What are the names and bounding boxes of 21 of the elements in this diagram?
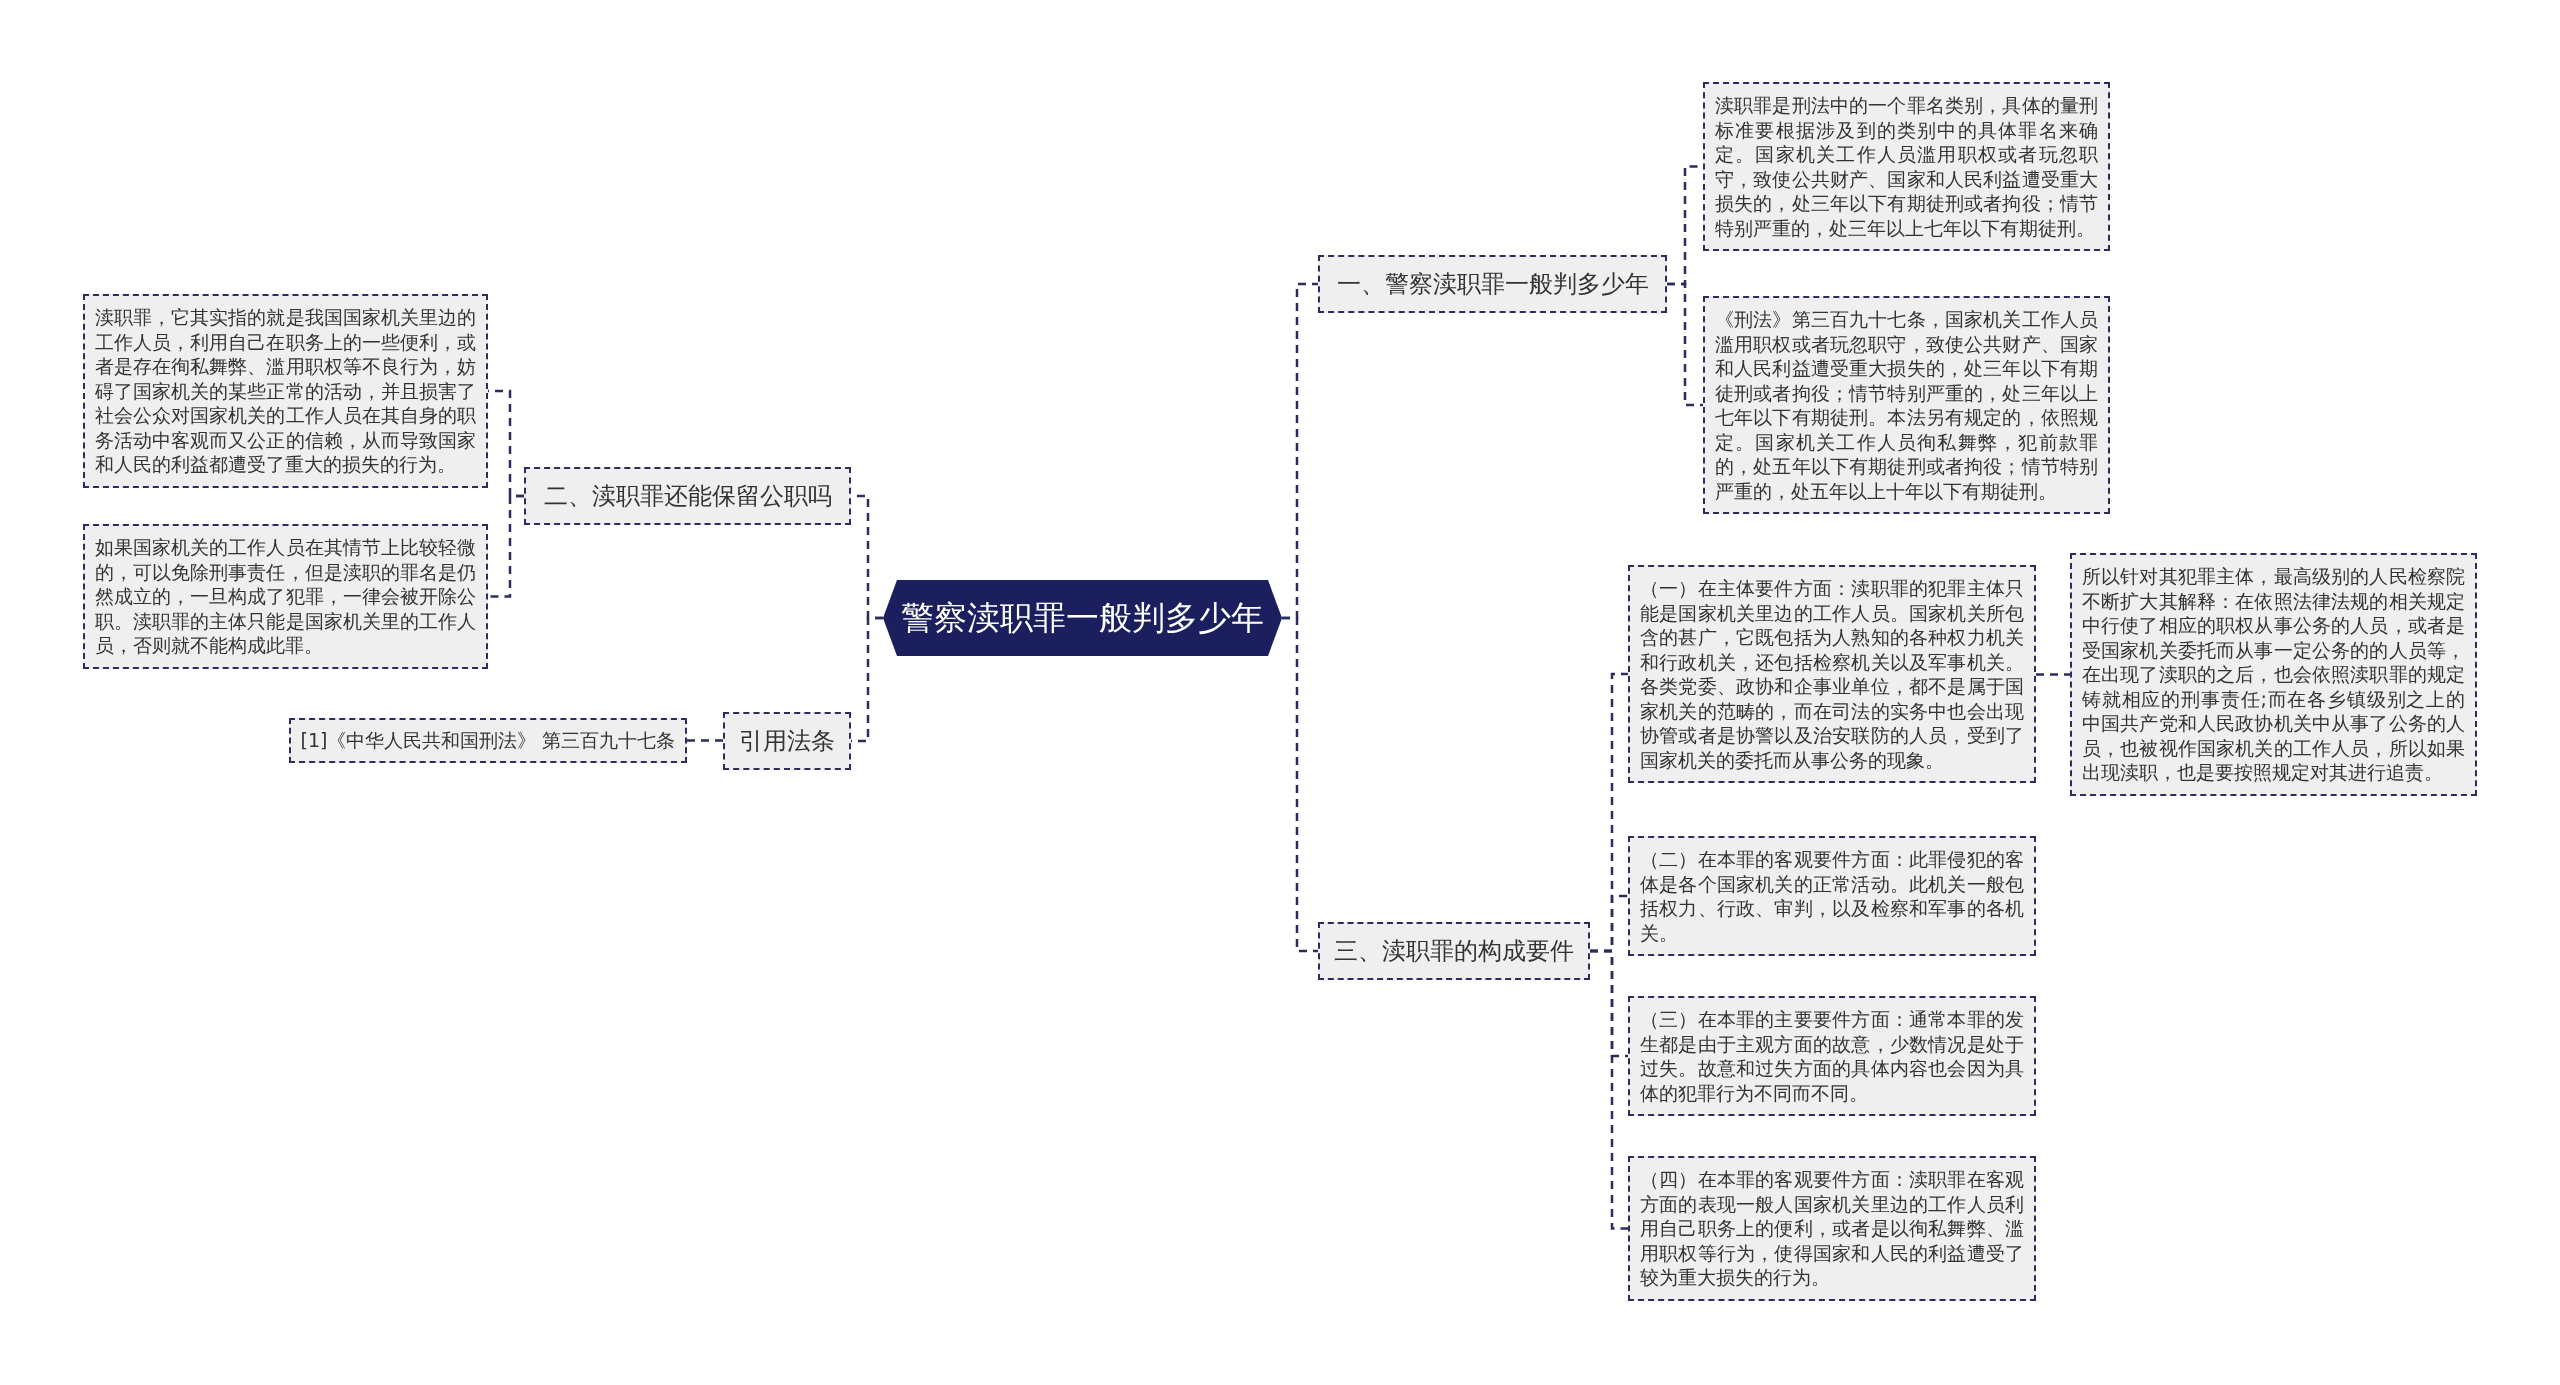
connector-line [1282,616,1318,953]
text-box: [1]《中华人民共和国刑法》 第三百九十七条 [289,718,687,763]
text-box: 《刑法》第三百九十七条，国家机关工作人员滥用职权或者玩忽职守，致使公共财产、国家和人民利益遭受重大损失的，处三年以下有期徒刑或者拘役；情节特别严重的，处三年以上七年以下有期徒刑。本法另有规定的，依照规定。国家机关工作人员徇私舞弊，犯前款罪的，处五年以下有期徒刑或者拘役；情节特别严重的，处五年以上十年以下有期徒刑。 [1703,296,2110,514]
text-box: 渎职罪，它其实指的就是我国国家机关里边的工作人员，利用自己在职务上的一些便利，或者是存在徇私舞弊、滥用职权等不良行为，妨碍了国家机关的某些正常的活动，并且损害了社会公众对国家机关的工作人员在其自身的职务活动中客观而又公正的信赖，从而导致国家和人民的利益都遭受了重大的损失的行为。 [83,294,488,488]
text-box: （二）在本罪的客观要件方面：此罪侵犯的客体是各个国家机关的正常活动。此机关一般包括权力、行政、审判，以及检察和军事的各机关。 [1628,836,2036,956]
central-topic-hexagon: 警察渎职罪一般判多少年 [883,580,1282,656]
topic-box: 一、警察渎职罪一般判多少年 [1318,255,1667,313]
topic-box: 三、渎职罪的构成要件 [1318,922,1590,980]
connector-line [488,494,524,598]
text-box: （一）在主体要件方面：渎职罪的犯罪主体只能是国家机关里边的工作人员。国家机关所包含的甚广，它既包括为人熟知的各种权力机关和行政机关，还包括检察机关以及军事机关。各类党委、政协和企事业单位，都不是属于国家机关的范畴的，而在司法的实务中也会出现协管或者是协警以及治安联防的人员，受到了国家机关的委托而从事公务的现象。 [1628,565,2036,783]
connector-line [1590,949,1628,1230]
text-box: （四）在本罪的客观要件方面：渎职罪在客观方面的表现一般人国家机关里边的工作人员利用自己职务上的便利，或者是以徇私舞弊、滥用职权等行为，使得国家和人民的利益遭受了较为重大损失的行为。 [1628,1156,2036,1301]
connector-line [687,739,723,742]
text-box: （三）在本罪的主要要件方面：通常本罪的发生都是由于主观方面的故意，少数情况是处于过失。故意和过失方面的具体内容也会因为具体的犯罪行为不同而不同。 [1628,996,2036,1116]
connector-line [2036,673,2070,676]
topic-box: 引用法条 [723,712,851,770]
text-box: 所以针对其犯罪主体，最高级别的人民检察院不断扩大其解释：在依照法律法规的相关规定中行使了相应的职权从事公务的人员，或者是受国家机关委托而从事一定公务的的人员等，在出现了渎职的之后，也会依照渎职罪的规定铸就相应的刑事责任;而在各乡镇级别之上的中国共产党和人民政协机关中从事了公务的人员，也被视作国家机关的工作人员，所以如果出现渎职，也是要按照规定对其进行追责。 [2070,553,2477,796]
topic-box: 二、渎职罪还能保留公职吗 [524,467,851,525]
text-box: 如果国家机关的工作人员在其情节上比较轻微的，可以免除刑事责任，但是渎职的罪名是仍然成立的，一旦构成了犯罪，一律会被开除公职。渎职罪的主体只能是国家机关里的工作人员，否则就不能构成此罪。 [83,524,488,669]
connector-line [1667,282,1703,407]
text-box: 渎职罪是刑法中的一个罪名类别，具体的量刑标准要根据涉及到的类别中的具体罪名来确定。国家机关工作人员滥用职权或者玩忽职守，致使公共财产、国家和人民利益遭受重大损失的，处三年以下有期徒刑或者拘役；情节特别严重的，处三年以上七年以下有期徒刑。 [1703,82,2110,251]
